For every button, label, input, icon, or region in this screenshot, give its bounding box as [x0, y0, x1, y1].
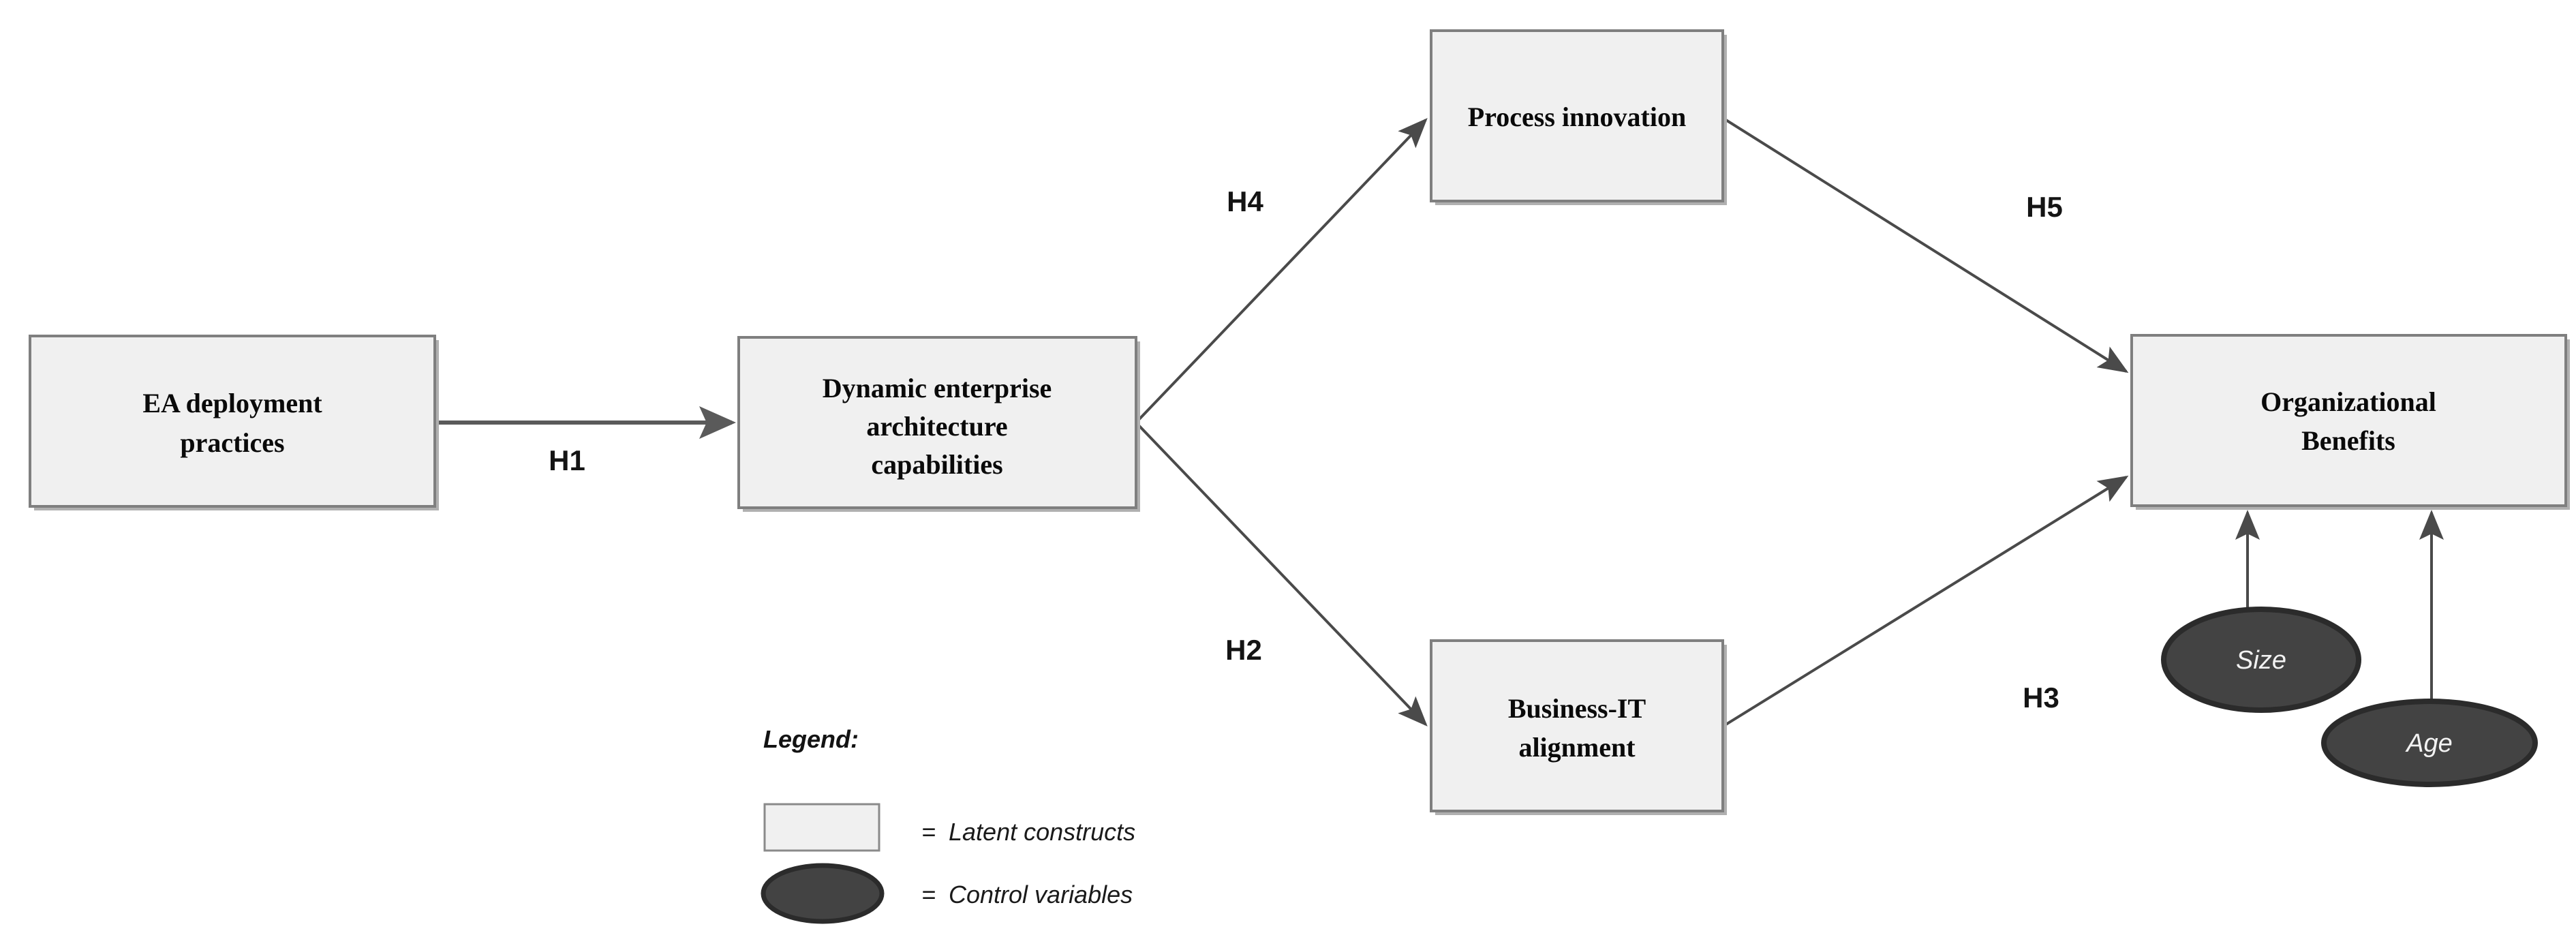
construct-dynamic-enterprise-architecture-capabilities[interactable]: Dynamic enterprise architecture capabili… [737, 336, 1140, 512]
hypothesis-label-h5: H5 [2026, 191, 2063, 223]
business-it-box-label-line1: Business-IT [1508, 693, 1646, 724]
construct-ea-deployment-practices[interactable]: EA deployment practices [29, 335, 439, 510]
legend-ellipse-swatch [761, 863, 885, 924]
org-benefits-box-label-line1: Organizational [2260, 386, 2436, 417]
size-ellipse-label: Size [2236, 646, 2286, 675]
legend: Legend: = Latent constructs = Control va… [761, 725, 1135, 924]
construct-business-it-alignment[interactable]: Business-IT alignment [1430, 639, 1727, 815]
ea-box [29, 335, 436, 508]
org-benefits-box [2130, 334, 2567, 507]
ea-box-label-line1: EA deployment [142, 388, 322, 418]
control-variable-age[interactable]: Age [2321, 699, 2538, 787]
process-innovation-box-label: Process innovation [1468, 102, 1686, 132]
hypothesis-label-h1: H1 [549, 444, 585, 476]
legend-title: Legend: [763, 725, 859, 753]
hypothesis-label-h2: H2 [1225, 634, 1262, 666]
hypothesis-label-h3: H3 [2023, 682, 2059, 714]
business-it-box [1430, 639, 1724, 812]
construct-process-innovation[interactable]: Process innovation [1430, 29, 1727, 205]
org-benefits-box-label-line2: Benefits [2301, 425, 2395, 456]
construct-organizational-benefits[interactable]: Organizational Benefits [2130, 334, 2570, 510]
connector-h2 [1135, 421, 1428, 727]
deac-box-label-line2: architecture [866, 411, 1007, 442]
ea-box-label-line2: practices [180, 427, 284, 458]
age-ellipse-label: Age [2405, 729, 2453, 758]
legend-item-latent-constructs: = Latent constructs [763, 803, 1135, 852]
legend-rectangle-swatch [763, 803, 880, 852]
legend-label-control-variables: Control variables [949, 881, 1133, 908]
legend-equals-1: = [921, 818, 936, 846]
connector-h5 [1723, 118, 2129, 373]
process-innovation-box [1430, 29, 1724, 202]
h4-arrow [1135, 118, 1428, 424]
deac-box-label-line1: Dynamic enterprise [823, 373, 1052, 403]
connector-h3 [1723, 475, 2129, 727]
business-it-box-label-line2: alignment [1518, 732, 1636, 763]
deac-box-label-line3: capabilities [871, 449, 1002, 480]
age-ellipse [2321, 699, 2538, 787]
legend-item-control-variables: = Control variables [761, 863, 1133, 924]
control-variable-size[interactable]: Size [2161, 607, 2361, 713]
size-ellipse [2161, 607, 2361, 713]
legend-label-latent-constructs: Latent constructs [949, 818, 1135, 846]
h3-arrow [1723, 475, 2129, 727]
hypothesis-label-h4: H4 [1227, 185, 1263, 217]
h5-arrow [1723, 118, 2129, 373]
connector-h4 [1135, 118, 1428, 424]
deac-box [737, 336, 1137, 509]
legend-equals-2: = [921, 881, 936, 908]
h2-arrow [1135, 421, 1428, 727]
